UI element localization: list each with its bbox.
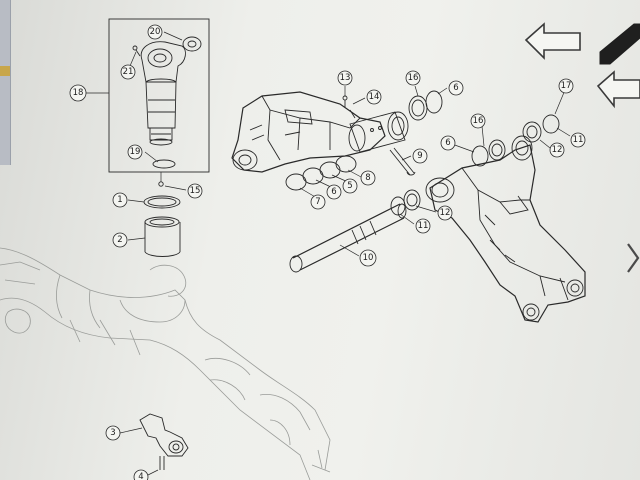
callout-12-lower[interactable]: 12 xyxy=(437,205,453,221)
left-panel-edge[interactable] xyxy=(0,0,11,165)
svg-text:10: 10 xyxy=(363,253,374,263)
callout-17[interactable]: 17 xyxy=(558,78,574,94)
svg-text:8: 8 xyxy=(365,173,370,183)
pin-9-drawing xyxy=(389,147,416,176)
callout-11-lower[interactable]: 11 xyxy=(415,218,431,234)
svg-text:12: 12 xyxy=(552,145,563,155)
callout-15[interactable]: 15 xyxy=(187,183,203,199)
callout-6-left[interactable]: 6 xyxy=(326,184,342,200)
callout-20[interactable]: 20 xyxy=(147,24,163,40)
svg-text:19: 19 xyxy=(130,147,141,157)
svg-text:6: 6 xyxy=(453,83,458,93)
callout-6-top[interactable]: 6 xyxy=(448,80,464,96)
svg-text:16: 16 xyxy=(408,73,419,83)
svg-text:6: 6 xyxy=(331,187,336,197)
arrow-up-left-icon[interactable] xyxy=(522,20,584,64)
arrow-up-left-outline-icon[interactable] xyxy=(594,68,640,110)
svg-text:21: 21 xyxy=(123,67,134,77)
bracket-bottom-drawing xyxy=(139,413,189,470)
svg-text:1: 1 xyxy=(117,195,122,205)
svg-text:13: 13 xyxy=(340,73,351,83)
svg-text:18: 18 xyxy=(73,88,84,98)
svg-text:20: 20 xyxy=(150,27,161,37)
svg-text:2: 2 xyxy=(117,235,122,245)
callout-1[interactable]: 1 xyxy=(112,192,128,208)
svg-text:3: 3 xyxy=(110,428,115,438)
seal-rings-top xyxy=(408,90,443,121)
callout-6-right[interactable]: 6 xyxy=(440,135,456,151)
callout-16-right[interactable]: 16 xyxy=(470,113,486,129)
callout-5[interactable]: 5 xyxy=(342,178,358,194)
callout-labels: 20 21 18 19 15 1 2 13 14 16 6 9 7 6 5 8 … xyxy=(69,24,586,480)
svg-text:14: 14 xyxy=(369,92,380,102)
chevron-right-icon[interactable] xyxy=(626,238,640,278)
cylinder-assembly-box xyxy=(108,18,210,173)
callout-10[interactable]: 10 xyxy=(359,249,377,267)
svg-text:12: 12 xyxy=(440,208,451,218)
svg-text:11: 11 xyxy=(418,221,429,231)
callout-16-top[interactable]: 16 xyxy=(405,70,421,86)
panel-marker xyxy=(0,66,10,76)
callout-21[interactable]: 21 xyxy=(120,64,136,80)
callout-19[interactable]: 19 xyxy=(127,144,143,160)
callout-8[interactable]: 8 xyxy=(360,170,376,186)
callout-12-right[interactable]: 12 xyxy=(549,142,565,158)
callout-11-right[interactable]: 11 xyxy=(570,132,586,148)
shaft-10-drawing xyxy=(289,203,407,273)
callout-4[interactable]: 4 xyxy=(133,469,149,480)
next-page-icon[interactable] xyxy=(594,18,640,68)
seal-rings-right xyxy=(471,114,560,167)
callout-7[interactable]: 7 xyxy=(310,194,326,210)
svg-text:17: 17 xyxy=(561,81,572,91)
swing-arm-drawing xyxy=(425,135,586,323)
seal-rings-left xyxy=(285,155,357,191)
svg-text:5: 5 xyxy=(347,181,352,191)
pivot-housing-drawing xyxy=(231,86,409,173)
svg-text:15: 15 xyxy=(190,186,201,196)
callout-2[interactable]: 2 xyxy=(112,232,128,248)
axle-housing-drawing xyxy=(0,247,331,480)
svg-text:6: 6 xyxy=(445,138,450,148)
callout-14[interactable]: 14 xyxy=(366,89,382,105)
svg-text:11: 11 xyxy=(573,135,584,145)
callout-9[interactable]: 9 xyxy=(412,148,428,164)
svg-text:7: 7 xyxy=(315,197,320,207)
svg-text:4: 4 xyxy=(138,472,143,480)
callout-13[interactable]: 13 xyxy=(337,70,353,86)
leader-lines xyxy=(86,31,571,476)
bushing-parts xyxy=(143,172,181,257)
svg-text:9: 9 xyxy=(417,151,422,161)
seal-rings-lower xyxy=(390,189,421,216)
callout-3[interactable]: 3 xyxy=(105,425,121,441)
svg-text:16: 16 xyxy=(473,116,484,126)
callout-18[interactable]: 18 xyxy=(69,84,87,102)
